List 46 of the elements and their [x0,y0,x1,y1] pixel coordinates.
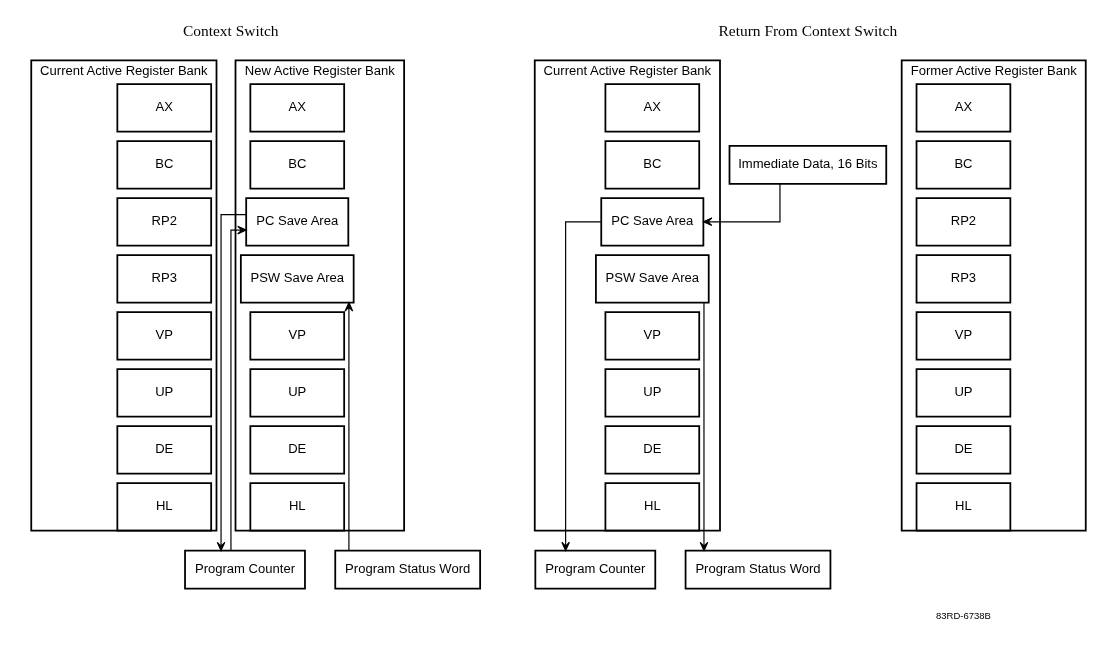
node-box: DE [115,425,212,475]
arrow [702,183,781,227]
node-box: AX [115,83,212,133]
node-box: UP [248,368,345,418]
node-box: UP [115,368,212,418]
node-box: Program Status Word [684,549,831,590]
node-box: PC Save Area [244,197,349,247]
node-box: RP3 [915,254,1011,304]
node-box: BC [248,140,345,190]
node-box: HL [604,482,700,532]
node-box: DE [915,425,1011,475]
node-box: AX [248,83,345,133]
node-box: VP [115,311,212,361]
node-box: VP [248,311,345,361]
node-box: RP3 [115,254,212,304]
label: Context Switch [182,21,279,39]
arrow [560,221,601,552]
node-box: Program Status Word [333,549,481,590]
node-box: HL [915,482,1011,532]
node-box: UP [915,368,1011,418]
label: Return From Context Switch [718,21,897,39]
node-box: AX [915,83,1011,133]
node-box: PSW Save Area [594,254,710,304]
node-box: PSW Save Area [239,254,355,304]
node-box: VP [604,311,700,361]
arrow [216,214,247,552]
arrow [229,225,247,552]
node-box: VP [915,311,1011,361]
node-box: Program Counter [533,549,656,590]
node-box: BC [915,140,1011,190]
node-box: RP2 [915,197,1011,247]
node-box: BC [604,140,700,190]
node-box: HL [248,482,345,532]
node-box: DE [248,425,345,475]
node-box: PC Save Area [599,197,704,247]
node-box: UP [604,368,700,418]
node-box: AX [604,83,700,133]
node-box: HL [115,482,212,532]
node-box: DE [604,425,700,475]
label: 83RD-6738B [935,610,991,622]
node-box: RP2 [115,197,212,247]
node-box: Immediate Data, 16 Bits [728,144,887,185]
arrow [344,302,353,552]
node-box: BC [115,140,212,190]
node-box: Program Counter [183,549,306,590]
arrow [699,302,708,552]
